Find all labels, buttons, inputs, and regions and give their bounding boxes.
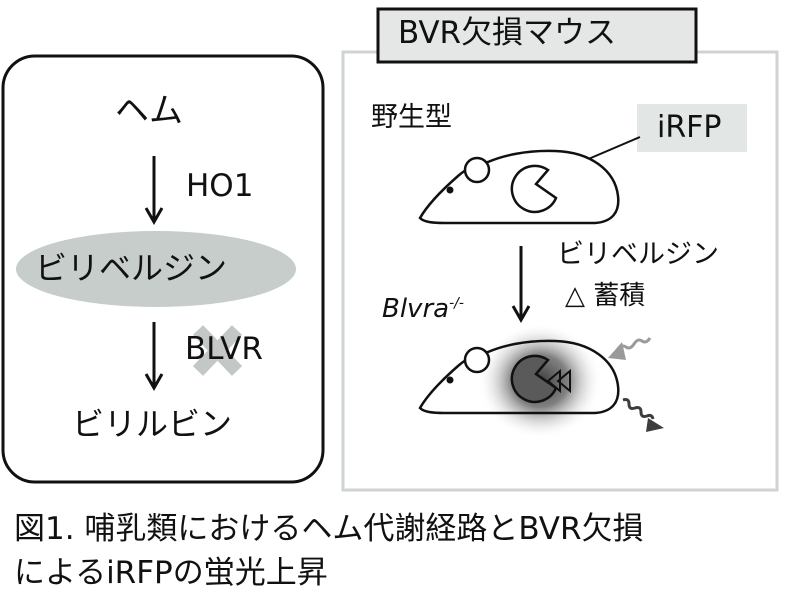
arrow-head-3 (511, 305, 531, 324)
irfp-label-box (637, 104, 747, 152)
genotype-base: Blvra (382, 294, 450, 324)
figure-caption-line1: 図1. 哺乳類におけるヘム代謝経路とBVR欠損 (14, 511, 644, 547)
excitation-light-wave (608, 337, 652, 360)
wild-type-label: 野生型 (371, 102, 452, 133)
arrow-head-1 (144, 207, 164, 226)
emission-light-wave (622, 398, 664, 432)
biliverdin-label: ビリベルジン (35, 249, 228, 287)
right-panel-title: BVR欠損マウス (398, 15, 617, 51)
accumulation-label: △ 蓄積 (565, 281, 646, 311)
wild-type-mouse (418, 149, 620, 225)
genotype-label: Blvra-/- (382, 296, 464, 322)
ho1-enzyme-label: HO1 (186, 168, 254, 204)
figure-caption-line2: によるiRFPの蛍光上昇 (14, 555, 328, 591)
biliverdin-ellipse (16, 231, 296, 307)
irfp-label: iRFP (657, 110, 722, 145)
left-panel-frame (1, 54, 325, 484)
heme-label: ヘム (115, 91, 183, 131)
genotype-superscript: -/- (449, 295, 464, 312)
blvr-enzyme-label: BLVR (185, 331, 263, 367)
knockout-mouse (418, 339, 620, 415)
biliverdin-accum-label: ビリベルジン (557, 239, 719, 270)
right-panel-title-box (376, 7, 698, 64)
arrow-head-2 (144, 373, 164, 392)
knockout-cross (192, 325, 243, 376)
bilirubin-label: ビリルビン (72, 405, 233, 443)
